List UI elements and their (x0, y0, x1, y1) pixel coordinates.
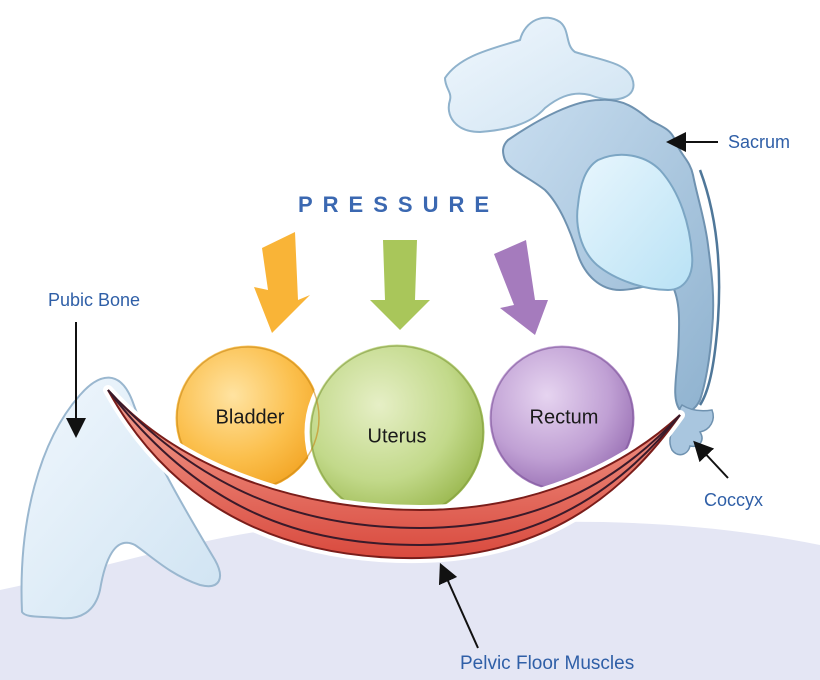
coccyx-pointer (700, 448, 728, 478)
sacrum-label: Sacrum (728, 132, 790, 153)
pressure-title: PRESSURE (298, 192, 499, 218)
coccyx-label: Coccyx (704, 490, 763, 511)
uterus-label: Uterus (368, 426, 427, 449)
rectum-label: Rectum (530, 407, 599, 430)
pelvic-floor-muscles-label: Pelvic Floor Muscles (460, 653, 634, 675)
pressure-arrow-green (370, 240, 430, 330)
pubic-bone-label: Pubic Bone (48, 290, 140, 311)
pressure-arrow-orange (254, 232, 310, 333)
bladder-label: Bladder (216, 407, 285, 430)
pressure-arrow-purple (494, 240, 548, 335)
